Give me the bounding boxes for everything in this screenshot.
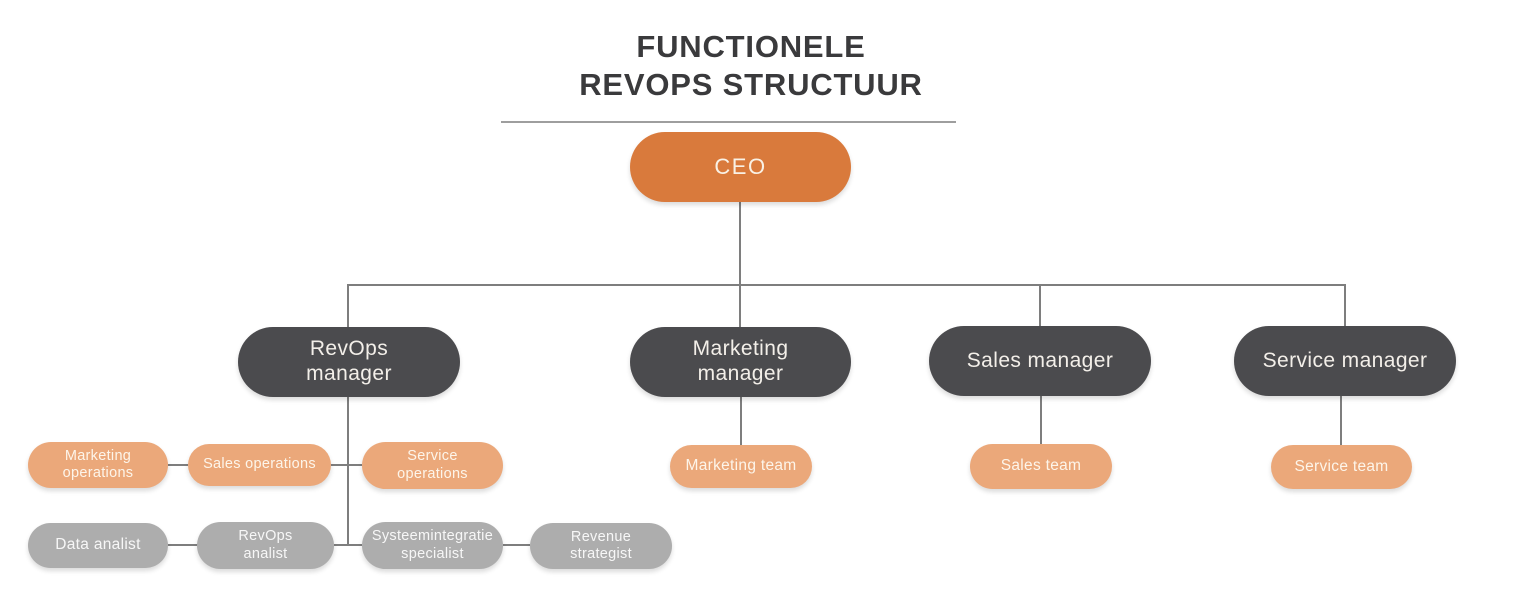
connector-bus-to-service-manager (1344, 284, 1346, 326)
node-service-team: Service team (1271, 445, 1412, 489)
node-marketing-manager: Marketing manager (630, 327, 851, 397)
connector-ops-sales-service (331, 464, 362, 466)
node-service-operations: Service operations (362, 442, 503, 489)
node-service-manager: Service manager (1234, 326, 1456, 396)
connector-bus-to-marketing-manager (739, 284, 741, 327)
node-revops-analist: RevOps analist (197, 522, 334, 569)
node-marketing-team: Marketing team (670, 445, 812, 488)
node-systeemintegratie-specialist: Systeemintegratie specialist (362, 522, 503, 569)
connector-service-manager-to-team (1340, 396, 1342, 445)
node-sales-manager: Sales manager (929, 326, 1151, 396)
node-data-analist: Data analist (28, 523, 168, 568)
node-revenue-strategist: Revenue strategist (530, 523, 672, 569)
node-ceo: CEO (630, 132, 851, 202)
connector-spec-revops-systeem (334, 544, 362, 546)
connector-ops-marketing-sales (168, 464, 188, 466)
node-sales-operations: Sales operations (188, 444, 331, 486)
page-title: FUNCTIONELE REVOPS STRUCTUUR (579, 29, 923, 102)
connector-revops-spine (347, 397, 349, 545)
connector-bus-to-sales-manager (1039, 284, 1041, 326)
node-marketing-operations: Marketing operations (28, 442, 168, 488)
connector-ceo-to-bus (739, 202, 741, 285)
node-sales-team: Sales team (970, 444, 1112, 489)
connector-bus (347, 284, 1346, 286)
title-underline (501, 121, 956, 123)
connector-bus-to-revops-manager (347, 284, 349, 327)
connector-spec-systeem-revenue (503, 544, 530, 546)
connector-sales-manager-to-team (1040, 396, 1042, 444)
connector-spec-data-revops (168, 544, 198, 546)
node-revops-manager: RevOps manager (238, 327, 460, 397)
connector-marketing-manager-to-team (740, 397, 742, 445)
